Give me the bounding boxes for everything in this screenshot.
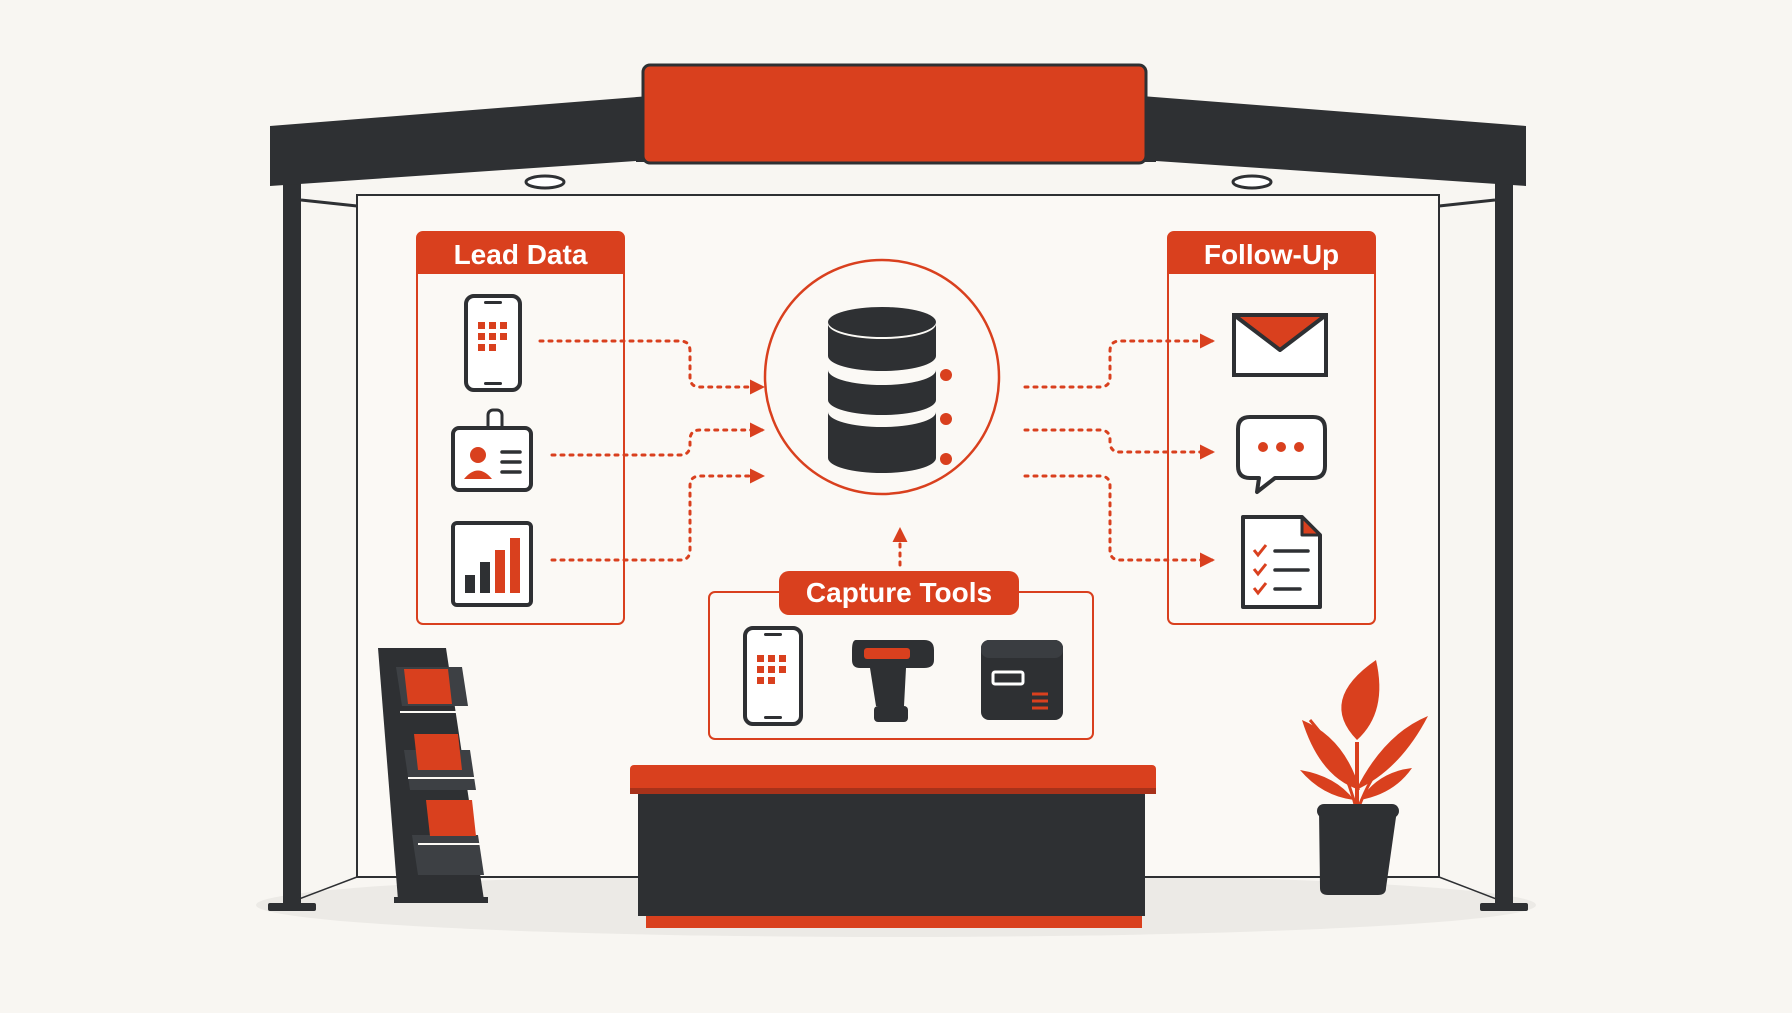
connector-chart-db — [550, 468, 765, 562]
capture-tools-title: Capture Tools — [805, 577, 993, 608]
left-post — [268, 183, 358, 911]
header-sign — [641, 63, 1148, 165]
plant-leaf — [1356, 716, 1428, 790]
connector-badge-db — [550, 422, 765, 457]
database-status-dots — [940, 369, 952, 465]
checklist-document-icon — [1241, 515, 1322, 609]
smartphone-app-icon — [743, 626, 803, 726]
follow-up-connectors — [1023, 333, 1215, 568]
plant-leaf — [1341, 660, 1380, 740]
lead-data-title: Lead Data — [453, 239, 588, 270]
smartphone-app-icon — [464, 294, 522, 392]
brochure — [426, 800, 476, 836]
right-post — [1438, 183, 1528, 911]
follow-up-title: Follow-Up — [1203, 239, 1340, 270]
envelope-icon — [1232, 313, 1328, 377]
brochure — [404, 669, 452, 704]
connector-db-chat — [1023, 428, 1215, 460]
reception-desk — [630, 765, 1156, 928]
barcode-scanner-icon — [852, 640, 934, 722]
database-node — [763, 258, 1001, 496]
chat-bubble-icon — [1236, 415, 1327, 494]
database-icon — [828, 307, 936, 473]
id-badge-icon — [451, 408, 533, 492]
connector-phone-db — [538, 339, 765, 395]
plant-leaf — [1302, 720, 1360, 790]
plant-leaf — [1360, 768, 1412, 800]
potted-plant — [1300, 660, 1428, 895]
lead-data-connectors — [538, 339, 765, 562]
card-reader-icon — [981, 640, 1063, 720]
canopy — [270, 63, 1526, 190]
spotlight-right — [1231, 174, 1273, 190]
brochure-stand — [378, 648, 488, 903]
bar-chart-icon — [451, 521, 533, 607]
spotlight-left — [524, 174, 566, 190]
plant-leaf — [1300, 770, 1354, 800]
brochure — [414, 734, 462, 770]
connector-db-email — [1023, 333, 1215, 389]
